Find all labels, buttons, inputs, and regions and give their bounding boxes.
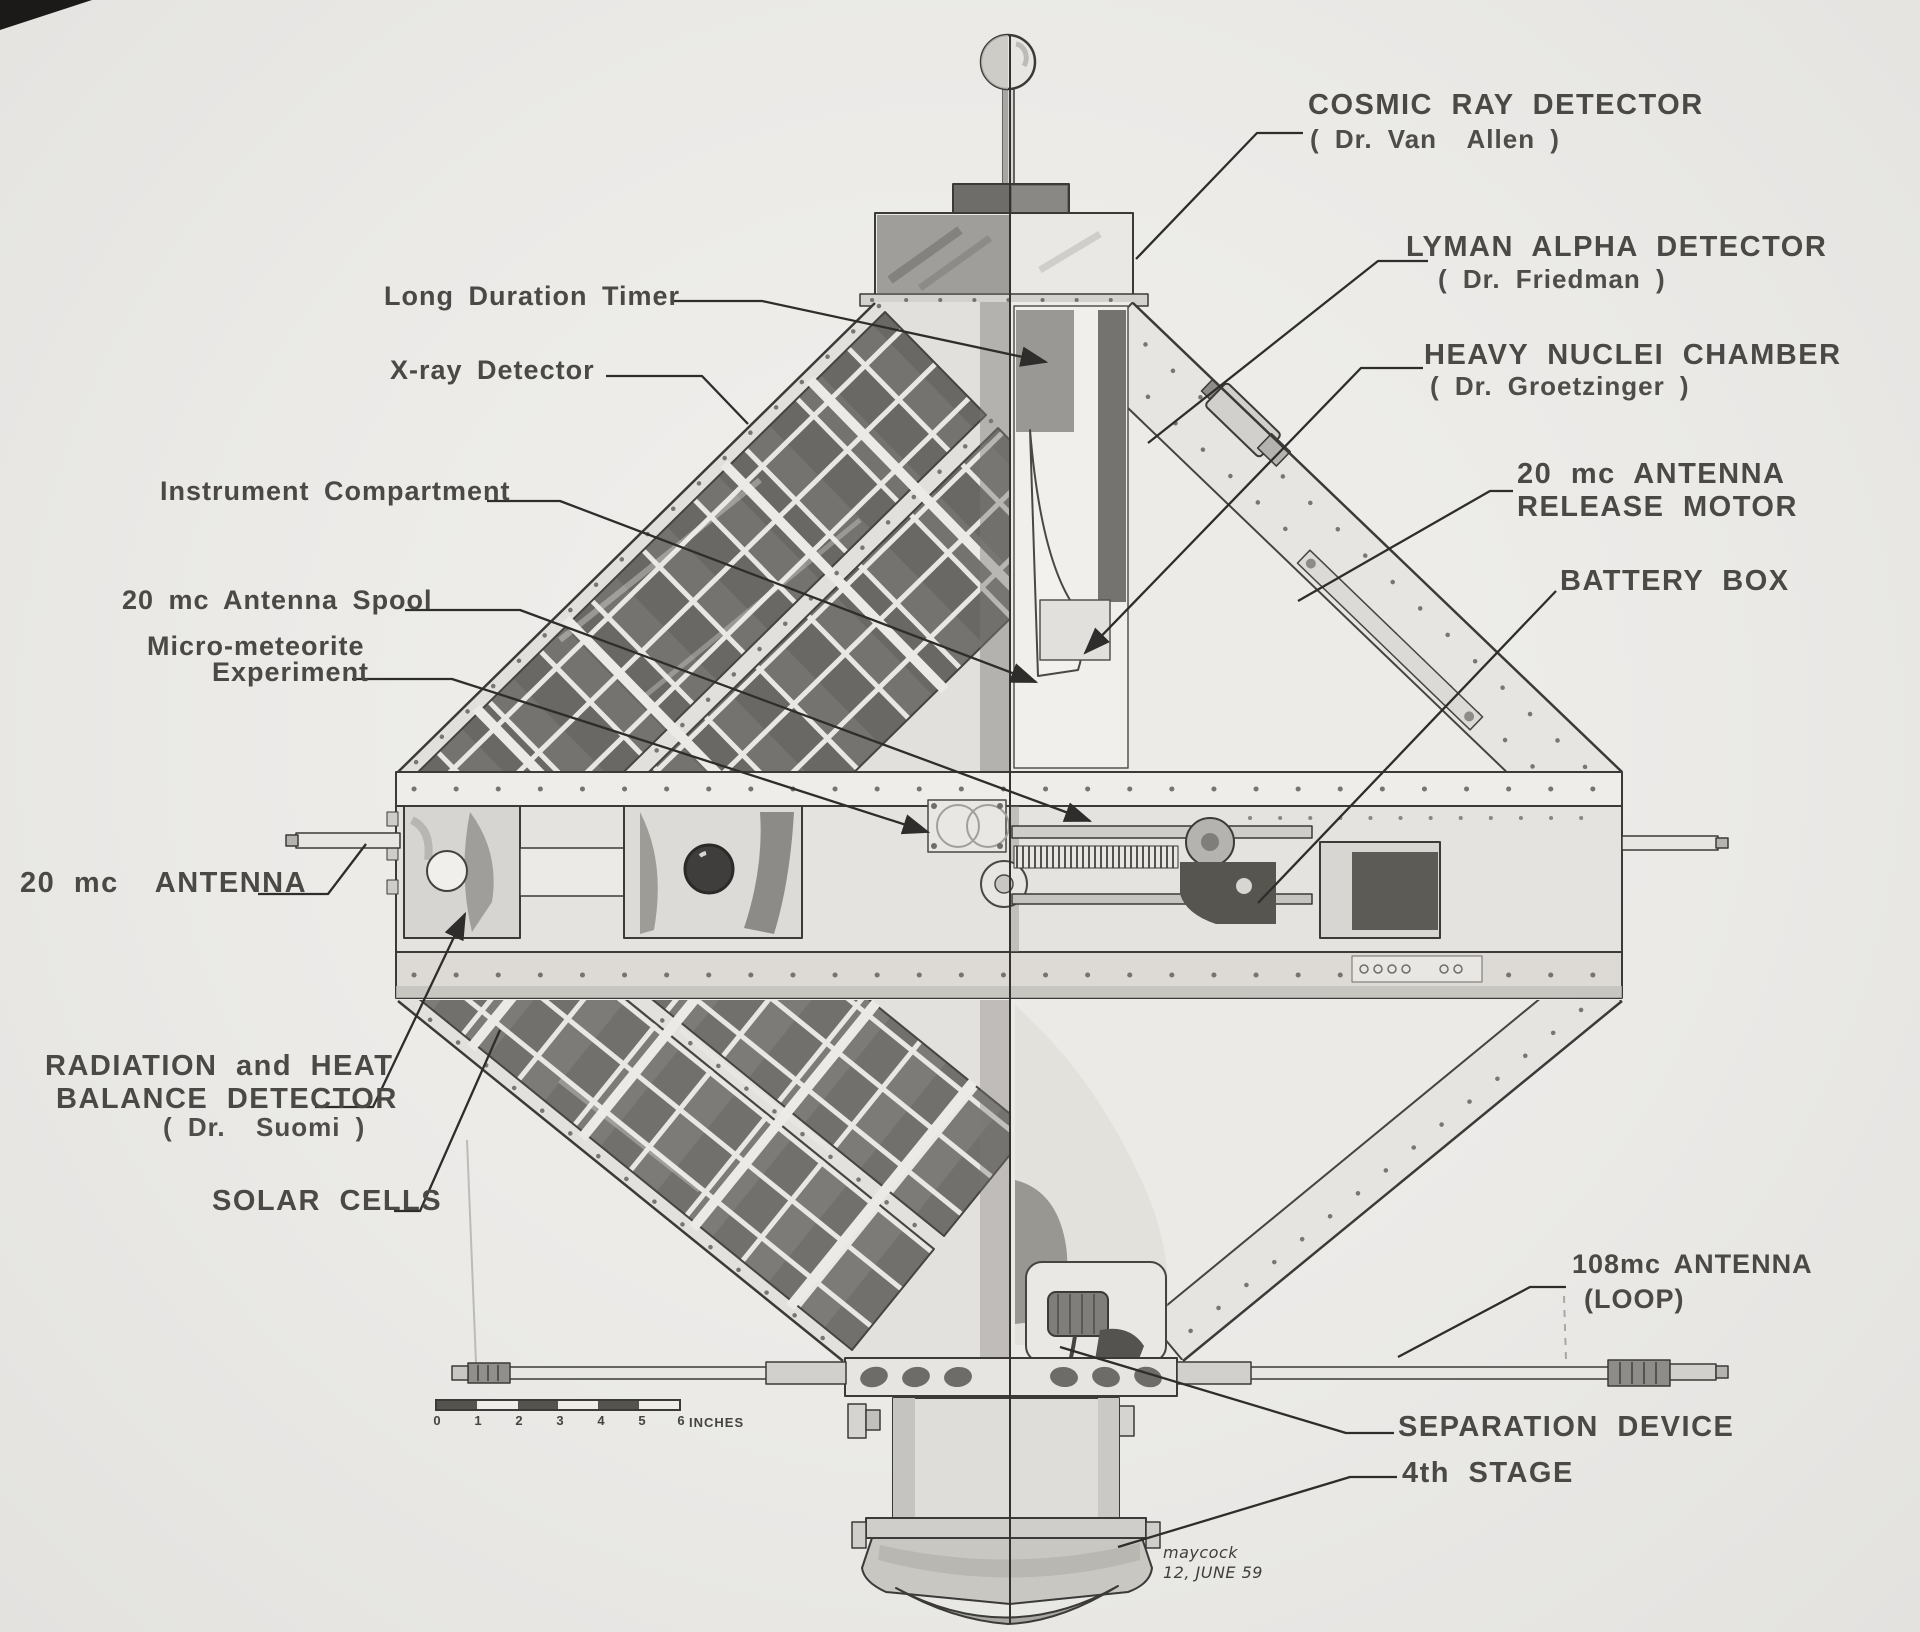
scale-tick: 6 [677, 1413, 685, 1428]
callout-separation-device: SEPARATION DEVICE [1398, 1411, 1735, 1443]
leader-micro-meteorite [352, 677, 931, 835]
callout-solar-cells: SOLAR CELLS [212, 1185, 443, 1217]
callout-release-motor-line1: 20 mc ANTENNA [1517, 458, 1786, 490]
leader-heavy-nuclei [1083, 366, 1423, 655]
callout-108mc-antenna-line1: 108mc ANTENNA [1572, 1249, 1813, 1279]
left-20mc-antenna-rod [285, 832, 401, 849]
callout-cosmic-ray-detector: COSMIC RAY DETECTOR [1308, 89, 1704, 121]
band-data-plate [1351, 955, 1483, 983]
callout-108mc-antenna-line2: (LOOP) [1584, 1284, 1685, 1314]
lower-left-cone [396, 1000, 1010, 1362]
scale-tick: 0 [433, 1413, 441, 1428]
callout-instrument-compartment: Instrument Compartment [160, 476, 511, 506]
callout-radiation-credit: ( Dr. Suomi ) [163, 1112, 366, 1142]
upper-right-cone-cutaway [1010, 302, 1623, 773]
satellite-drawing [285, 33, 1729, 1625]
callout-radiation-line2: BALANCE DETECTOR [56, 1083, 398, 1115]
leader-108mc-antenna [1397, 1285, 1566, 1359]
leader-long-duration-timer [674, 299, 1049, 367]
callout-20mc-antenna: 20 mc ANTENNA [20, 867, 308, 899]
upper-left-cone [397, 302, 1010, 773]
antenna-spool-mechanism [1011, 817, 1313, 924]
leader-solar-cells [394, 1029, 502, 1213]
leader-release-motor [1297, 489, 1513, 602]
leader-x-ray-detector [606, 374, 749, 425]
callout-lyman-alpha-credit: ( Dr. Friedman ) [1438, 264, 1666, 294]
callout-fourth-stage: 4th STAGE [1402, 1457, 1574, 1489]
micrometeorite-plate [927, 799, 1010, 853]
scale-bar-segments [435, 1399, 681, 1411]
leader-antenna-spool [405, 608, 1093, 823]
leader-radiation-detector [315, 911, 467, 1109]
callout-release-motor-line2: RELEASE MOTOR [1517, 491, 1798, 523]
photo-corner-artifact [0, 0, 92, 30]
scale-unit-label: INCHES [689, 1415, 745, 1430]
scale-bar-ticks: 0 1 2 3 4 5 6 INCHES [433, 1413, 743, 1430]
callout-micro-meteorite-line2: Experiment [212, 657, 370, 687]
leader-instrument-compartment [487, 499, 1039, 684]
callout-cosmic-ray-credit: ( Dr. Van Allen ) [1310, 124, 1560, 154]
leader-fourth-stage [1117, 1475, 1397, 1549]
leader-lines [258, 131, 1566, 1549]
fourth-stage-rocket [851, 1397, 1161, 1625]
scale-bar: 0 1 2 3 4 5 6 INCHES [433, 1399, 743, 1430]
callout-micro-meteorite-line1: Micro-meteorite [147, 631, 365, 661]
loop-antenna-arms [451, 1139, 1729, 1387]
instrument-compartment-interior [1013, 305, 1129, 769]
scale-tick: 5 [638, 1413, 646, 1428]
signature-date: 12, JUNE 59 [1163, 1563, 1263, 1582]
callout-x-ray-detector: X-ray Detector [390, 355, 595, 385]
leader-separation-device [1059, 1345, 1394, 1435]
leader-battery-box [1257, 590, 1557, 904]
leader-20mc-antenna [258, 843, 367, 896]
equator-band [285, 771, 1729, 999]
callout-antenna-spool: 20 mc Antenna Spool [122, 585, 433, 615]
top-antenna-sphere [979, 33, 1037, 188]
scale-tick: 3 [556, 1413, 564, 1428]
callout-heavy-nuclei-credit: ( Dr. Groetzinger ) [1430, 371, 1690, 401]
scale-tick: 4 [597, 1413, 605, 1428]
callout-heavy-nuclei-chamber: HEAVY NUCLEI CHAMBER [1424, 339, 1842, 371]
scale-tick: 1 [474, 1413, 482, 1428]
signature-artist: maycock [1163, 1543, 1239, 1562]
antenna-release-rod [1296, 549, 1484, 731]
lower-right-cone-cutaway [1010, 1000, 1623, 1396]
band-lens-panel [623, 805, 803, 939]
right-20mc-antenna-rod [1621, 835, 1729, 851]
callout-radiation-line1: RADIATION and HEAT [45, 1050, 394, 1082]
band-connector [519, 847, 625, 897]
callout-lyman-alpha-detector: LYMAN ALPHA DETECTOR [1406, 231, 1828, 263]
leader-cosmic-ray [1135, 131, 1303, 260]
cosmic-ray-detector-box [859, 183, 1149, 307]
battery-box-interior [1319, 841, 1441, 939]
callout-battery-box: BATTERY BOX [1560, 565, 1790, 597]
callout-long-duration-timer: Long Duration Timer [384, 281, 681, 311]
leader-lyman-alpha [1147, 259, 1428, 444]
scale-tick: 2 [515, 1413, 523, 1428]
